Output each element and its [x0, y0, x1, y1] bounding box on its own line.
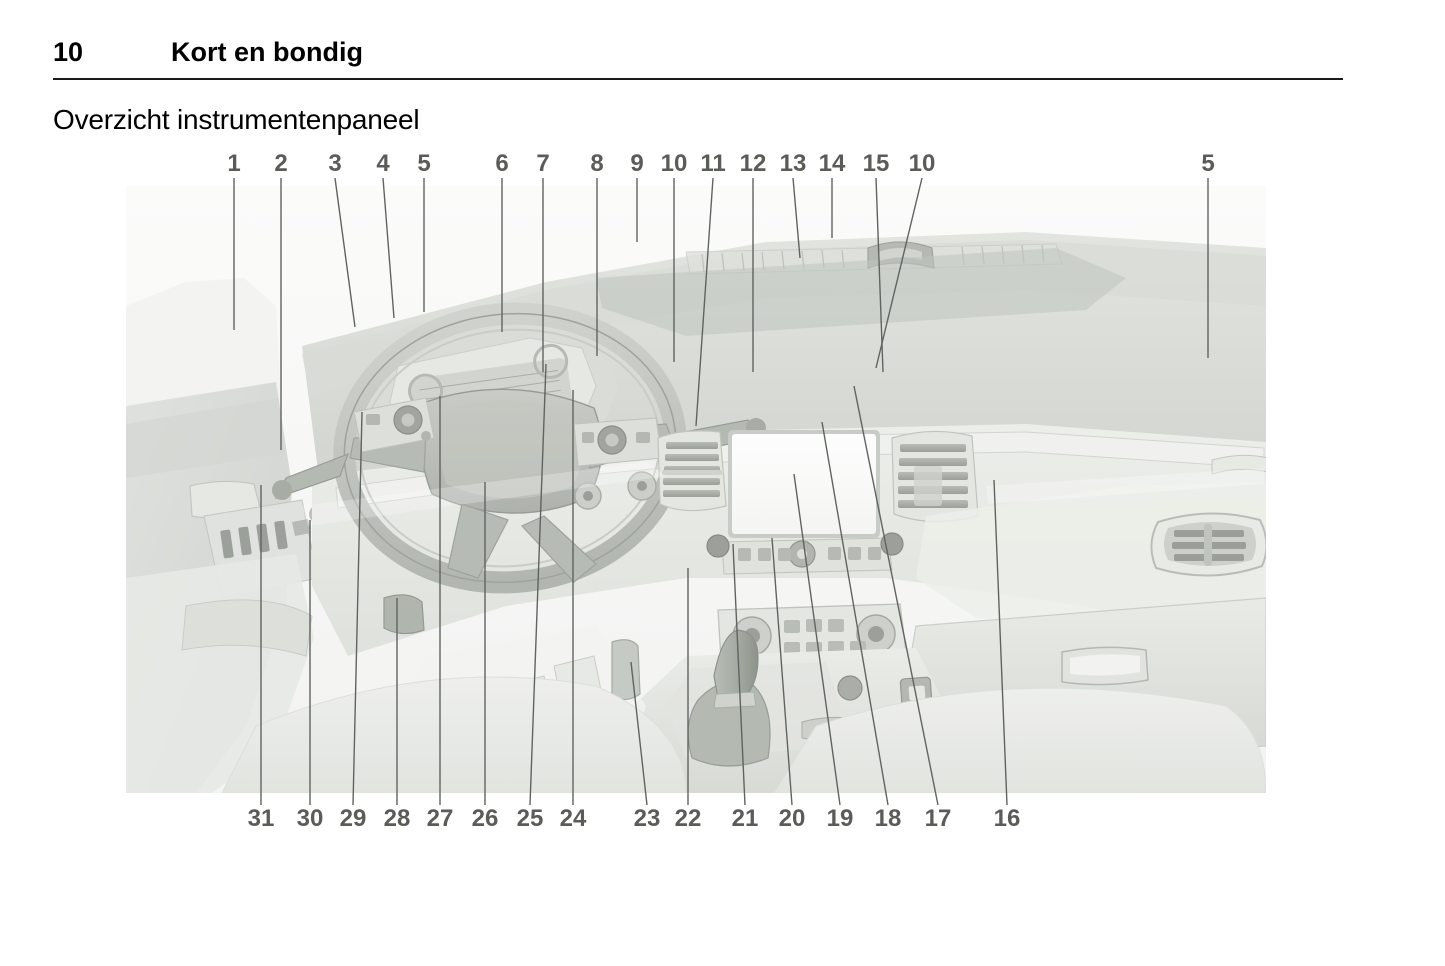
header-divider [53, 78, 1343, 80]
callout-number-9: 22 [674, 805, 702, 832]
callout-number-11: 20 [778, 805, 806, 832]
callout-number-15: 10 [908, 150, 936, 177]
callout-number-1: 2 [274, 150, 288, 177]
callout-number-7: 8 [590, 150, 604, 177]
callout-number-16: 5 [1201, 150, 1215, 177]
callout-number-5: 6 [495, 150, 509, 177]
callout-number-6: 25 [516, 805, 544, 832]
bottom-callout-row: 31 30 29 28 27 26 25 24 23 22 21 20 19 18 17 16 [126, 805, 1266, 833]
callout-number-7: 24 [559, 805, 587, 832]
callout-number-9: 10 [660, 150, 688, 177]
callout-number-4: 5 [417, 150, 431, 177]
callout-number-3: 28 [383, 805, 411, 832]
callout-number-0: 1 [227, 150, 241, 177]
dashboard-illustration [126, 186, 1266, 793]
callout-number-8: 23 [633, 805, 661, 832]
callout-number-0: 31 [247, 805, 275, 832]
callout-number-4: 27 [426, 805, 454, 832]
callout-number-3: 4 [376, 150, 390, 177]
page-number: 10 [53, 37, 84, 67]
callout-number-13: 18 [874, 805, 902, 832]
callout-number-15: 16 [993, 805, 1021, 832]
callout-number-14: 17 [924, 805, 952, 832]
callout-number-10: 11 [700, 150, 726, 177]
callout-number-12: 13 [779, 150, 807, 177]
callout-number-5: 26 [471, 805, 499, 832]
callout-number-2: 29 [339, 805, 367, 832]
callout-number-11: 12 [739, 150, 767, 177]
page-header: 10 Kort en bondig [53, 36, 1343, 80]
callout-number-8: 9 [630, 150, 644, 177]
callout-number-6: 7 [536, 150, 550, 177]
callout-number-2: 3 [328, 150, 342, 177]
chapter-title: Kort en bondig [171, 37, 363, 67]
page-title: Overzicht instrumentenpaneel [53, 104, 420, 135]
callout-number-10: 21 [731, 805, 759, 832]
callout-number-1: 30 [296, 805, 324, 832]
callout-number-14: 15 [862, 150, 890, 177]
callout-number-13: 14 [818, 150, 846, 177]
callout-number-12: 19 [826, 805, 854, 832]
